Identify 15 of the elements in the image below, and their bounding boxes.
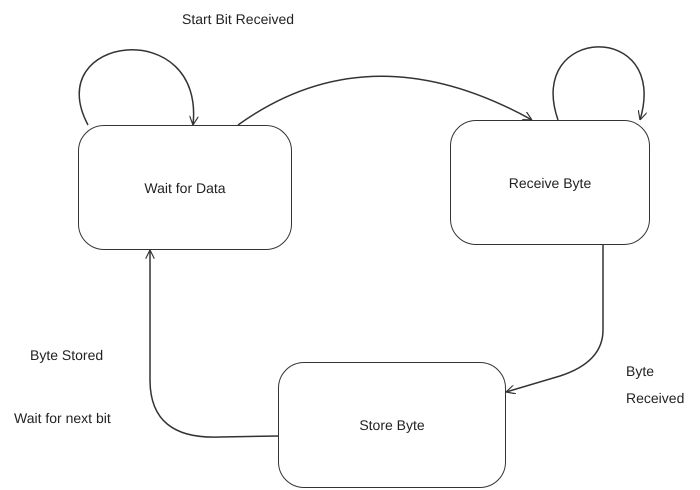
state-box (278, 362, 506, 488)
transition-label: Start Bit Received (182, 10, 294, 29)
state-box (78, 125, 292, 250)
state-label: Store Byte (359, 417, 425, 433)
transition-label: Byte Stored (30, 346, 104, 365)
transition-arrow (552, 46, 647, 121)
transition-arrow (238, 76, 533, 126)
state-label: Wait for Data (144, 180, 226, 196)
transition-label: Byte Received (626, 362, 686, 408)
transition-arrow (79, 49, 198, 126)
state-box (450, 120, 650, 245)
state-label: Receive Byte (508, 174, 592, 190)
transition-arrow (505, 245, 604, 394)
transition-arrow (144, 249, 278, 438)
transition-label: Wait for next bit (14, 409, 111, 428)
